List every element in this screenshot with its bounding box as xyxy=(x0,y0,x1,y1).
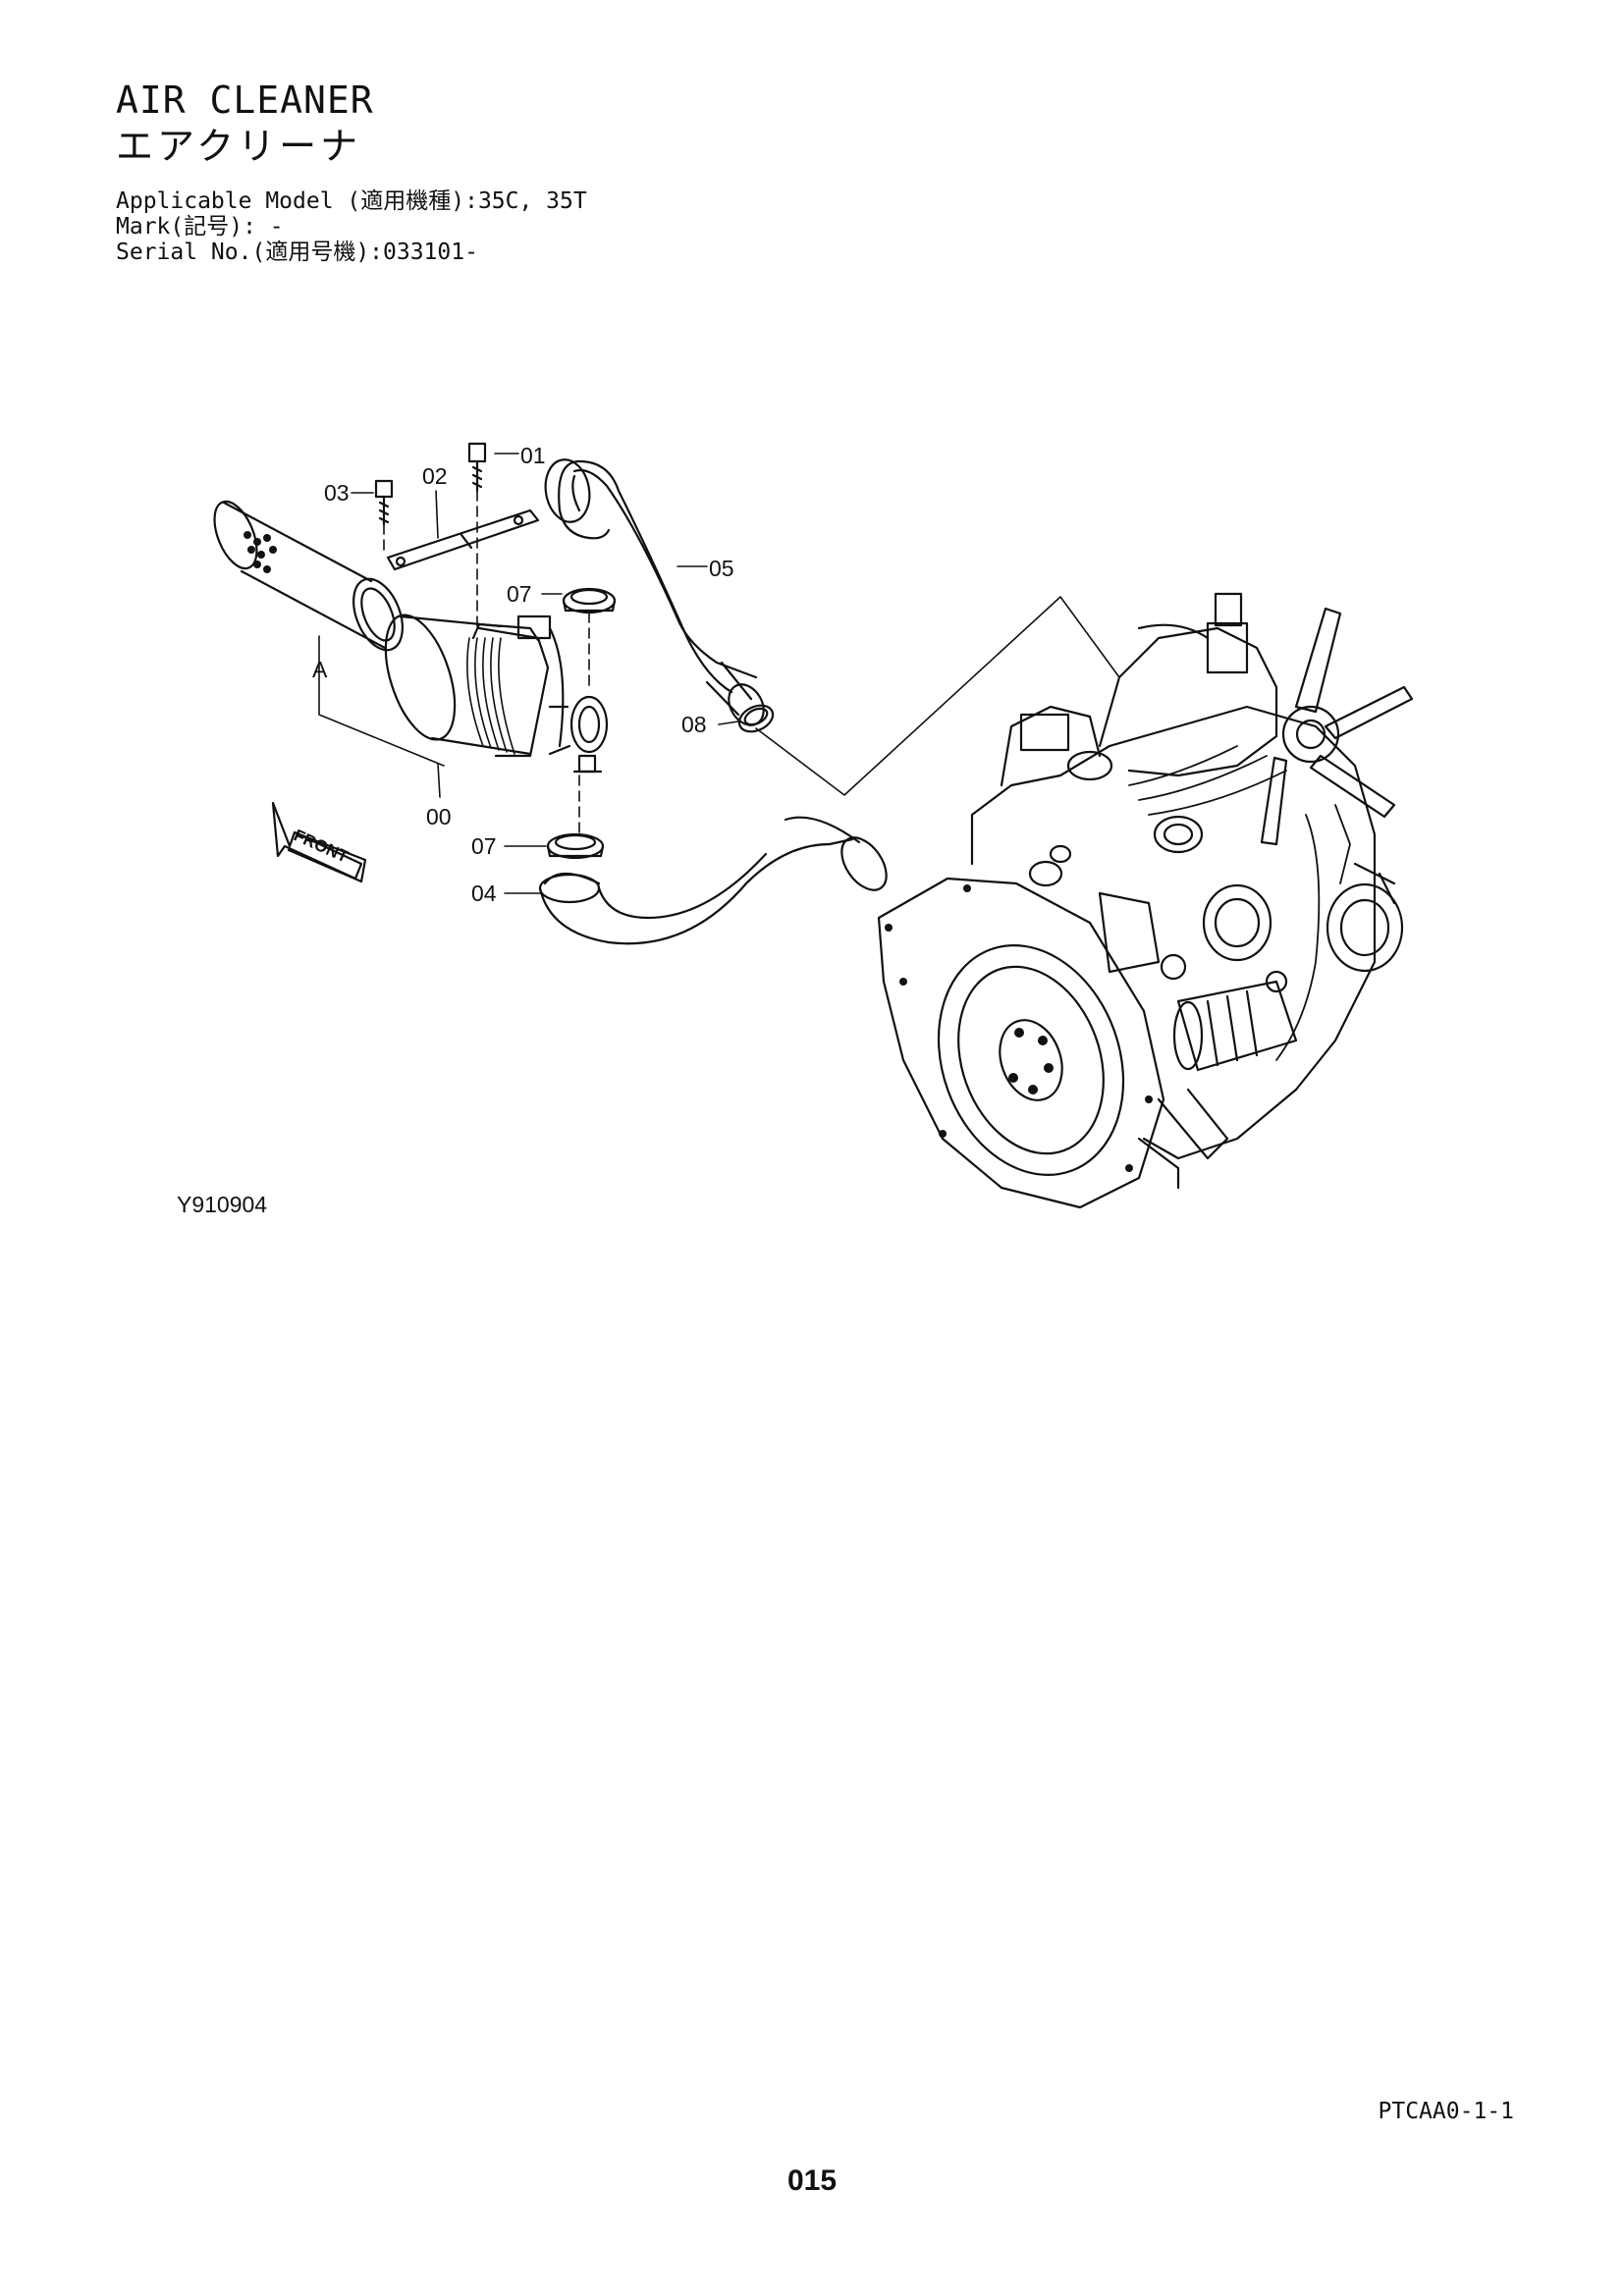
header: AIR CLEANER エアクリーナ Applicable Model (適用機… xyxy=(116,79,587,265)
leader-lines xyxy=(351,453,739,894)
callout-02: 02 xyxy=(422,463,448,489)
callout-01: 01 xyxy=(520,443,546,468)
callout-04: 04 xyxy=(471,881,497,906)
front-label: FRONT xyxy=(291,826,352,866)
front-arrow-icon xyxy=(271,801,367,883)
page-number: 015 xyxy=(786,2164,838,2197)
air-cleaner-body xyxy=(384,614,609,774)
hose-clamp-upper xyxy=(562,587,617,614)
hose-clamp-lower xyxy=(546,832,605,860)
callout-07-lower: 07 xyxy=(471,833,497,859)
mark: Mark(記号): - xyxy=(116,214,284,240)
pre-cleaner-cap xyxy=(213,500,404,652)
bracket xyxy=(386,508,540,571)
document-code: PTCAA0-1-1 xyxy=(1378,2099,1514,2124)
intake-hose-upper xyxy=(544,458,765,726)
title-english: AIR CLEANER xyxy=(116,79,374,122)
callout-08: 08 xyxy=(681,712,707,737)
title-japanese: エアクリーナ xyxy=(116,125,362,168)
callout-05: 05 xyxy=(709,556,734,581)
callout-00: 00 xyxy=(426,804,452,829)
callout-07-upper: 07 xyxy=(507,581,532,607)
hose-clamp-08 xyxy=(737,704,775,733)
figure-code: Y910904 xyxy=(177,1192,268,1217)
bolt-03 xyxy=(374,479,394,526)
callout-A: A xyxy=(312,657,328,682)
applicable-model: Applicable Model (適用機種):35C, 35T xyxy=(116,188,587,214)
model-info: Applicable Model (適用機種):35C, 35T Mark(記号… xyxy=(116,188,587,265)
bolt-01 xyxy=(467,442,487,493)
intake-hose-lower xyxy=(538,816,888,945)
engine-assembly xyxy=(877,592,1414,1209)
serial-number: Serial No.(適用号機):033101- xyxy=(116,240,478,265)
callout-03: 03 xyxy=(324,480,350,506)
